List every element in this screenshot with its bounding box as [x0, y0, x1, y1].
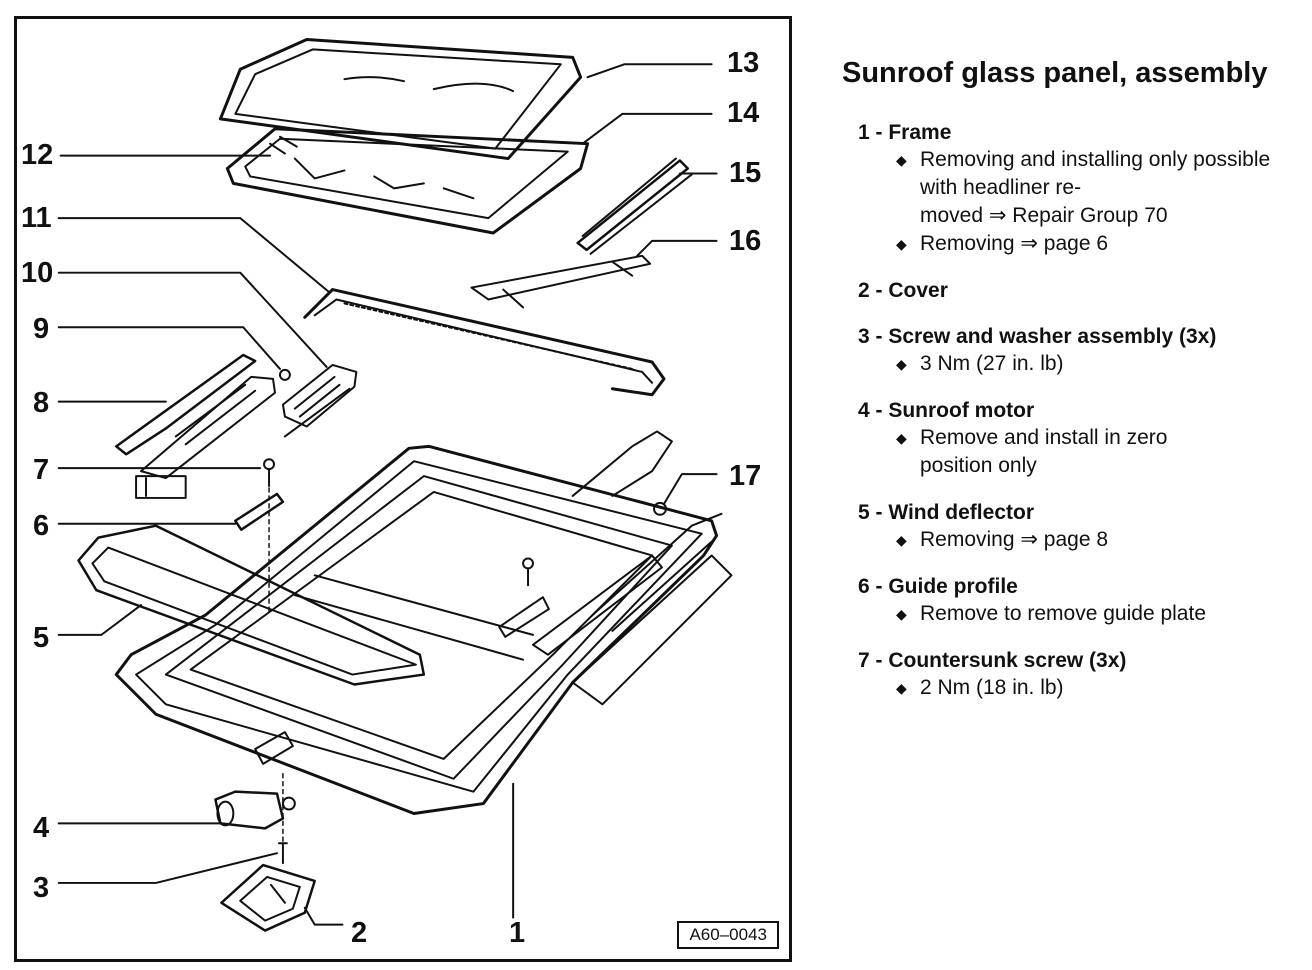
legend-notes: ◆ Removing ⇒ page 8 — [858, 526, 1302, 554]
diamond-bullet-icon: ◆ — [896, 236, 907, 252]
legend-note-text: Removing ⇒ page 8 — [920, 528, 1109, 551]
legend-item: 2 - Cover — [858, 278, 1302, 304]
legend-notes: ◆ 2 Nm (18 in. lb) — [858, 674, 1302, 702]
diamond-bullet-icon: ◆ — [896, 430, 907, 446]
legend-item-title: 4 - Sunroof motor — [858, 399, 1035, 422]
diamond-bullet-icon: ◆ — [896, 532, 907, 548]
part-13-glass-panel — [218, 38, 583, 161]
part-8-rear-guide — [114, 353, 276, 480]
legend-note-text: Removing and installing only possible wi… — [920, 148, 1271, 199]
part-2-cover — [220, 863, 316, 932]
legend-note: ◆ Remove to remove guide plate — [858, 600, 1302, 628]
legend-item: 4 - Sunroof motor ◆ Remove and install in … — [858, 398, 1302, 480]
callout-17: 17 — [729, 460, 762, 492]
legend-item: 7 - Countersunk screw (3x) ◆ 2 Nm (18 in. … — [858, 648, 1302, 702]
part-17-cable-guide — [498, 430, 673, 656]
callout-14: 14 — [727, 97, 760, 129]
legend-note-text: Remove to remove guide plate — [920, 602, 1206, 625]
callout-15: 15 — [729, 157, 762, 189]
part-7-bracket — [135, 475, 187, 499]
legend-note: ◆ Removing ⇒ page 8 — [858, 526, 1302, 554]
callout-3: 3 — [33, 872, 50, 904]
legend-note: ◆ 2 Nm (18 in. lb) — [858, 674, 1302, 702]
diamond-bullet-icon: ◆ — [896, 680, 907, 696]
legend-item-title: 7 - Countersunk screw (3x) — [858, 649, 1127, 672]
callout-7: 7 — [33, 454, 50, 486]
legend-note-text: Removing ⇒ page 6 — [920, 232, 1109, 255]
legend-notes: ◆ 3 Nm (27 in. lb) — [858, 350, 1302, 378]
legend-note: ◆ Removing and installing only possible w… — [858, 146, 1302, 202]
legend-notes: ◆ Remove to remove guide plate — [858, 600, 1302, 628]
part-15-seal-strip — [576, 157, 693, 255]
legend-item-title: 5 - Wind deflector — [858, 501, 1034, 524]
part-3-screw — [277, 773, 288, 865]
callout-8: 8 — [33, 387, 50, 419]
legend-note: ◆ Removing ⇒ page 6 — [858, 230, 1302, 258]
legend-item: 6 - Guide profile ◆ Remove to remove guide… — [858, 574, 1302, 628]
callout-11: 11 — [21, 202, 52, 234]
diagram-drawing — [57, 38, 733, 932]
legend-item-title: 2 - Cover — [858, 279, 948, 302]
legend-notes: ◆ Removing and installing only possible w… — [858, 146, 1302, 258]
diamond-bullet-icon: ◆ — [896, 356, 907, 372]
legend-note-text: Remove and install in zero — [920, 426, 1168, 449]
legend-note: ◆ Remove and install in zero — [858, 424, 1302, 452]
parts-legend: Sunroof glass panel, assembly 1 - Frame◆… — [842, 56, 1302, 722]
figure-code: A60–0043 — [677, 921, 779, 949]
legend-item: 3 - Screw and washer assembly (3x) ◆ 3 Nm … — [858, 324, 1302, 378]
legend-note-text: 3 Nm (27 in. lb) — [920, 352, 1064, 375]
legend-item-title: 3 - Screw and washer assembly (3x) — [858, 325, 1217, 348]
legend-note-text: moved ⇒ Repair Group 70 — [920, 204, 1168, 227]
legend-note-text: position only — [920, 454, 1037, 477]
callout-13: 13 — [727, 47, 760, 79]
legend-notes: ◆ Remove and install in zero position only — [858, 424, 1302, 480]
part-5-wind-deflector — [77, 524, 426, 686]
callout-9: 9 — [33, 313, 50, 345]
legend-note: ◆ 3 Nm (27 in. lb) — [858, 350, 1302, 378]
callout-12: 12 — [21, 139, 54, 171]
legend-item: 5 - Wind deflector ◆ Removing ⇒ page 8 — [858, 500, 1302, 554]
legend-item-title: 1 - Frame — [858, 121, 952, 144]
callout-4: 4 — [33, 812, 50, 844]
exploded-diagram: 13 14 12 15 11 16 10 9 8 7 17 6 5 4 3 2 … — [14, 16, 792, 962]
callout-5: 5 — [33, 622, 50, 654]
part-7-screw — [263, 458, 275, 616]
callout-6: 6 — [33, 510, 50, 542]
legend-items: 1 - Frame ◆ Removing and installing only p… — [842, 120, 1302, 702]
legend-note-text: 2 Nm (18 in. lb) — [920, 676, 1064, 699]
legend-item: 1 - Frame ◆ Removing and installing only p… — [858, 120, 1302, 258]
diamond-bullet-icon: ◆ — [896, 606, 907, 622]
part-11-drain-channel — [303, 288, 666, 397]
legend-note: position only — [858, 452, 1302, 480]
part-6-guide-profile — [234, 492, 285, 531]
part-10-lifter — [281, 363, 358, 438]
callout-2: 2 — [351, 917, 368, 949]
diamond-bullet-icon: ◆ — [896, 152, 907, 168]
leader-lines — [57, 63, 718, 926]
callout-10: 10 — [21, 257, 54, 289]
part-9-clip — [278, 368, 291, 381]
page-title: Sunroof glass panel, assembly — [842, 57, 1268, 89]
callout-16: 16 — [729, 225, 762, 257]
part-14-panel-frame — [225, 127, 590, 235]
part-16-guide-rail — [470, 254, 652, 309]
legend-note: moved ⇒ Repair Group 70 — [858, 202, 1302, 230]
legend-item-title: 6 - Guide profile — [858, 575, 1018, 598]
callout-1: 1 — [509, 917, 526, 949]
part-1-main-frame — [114, 444, 733, 815]
